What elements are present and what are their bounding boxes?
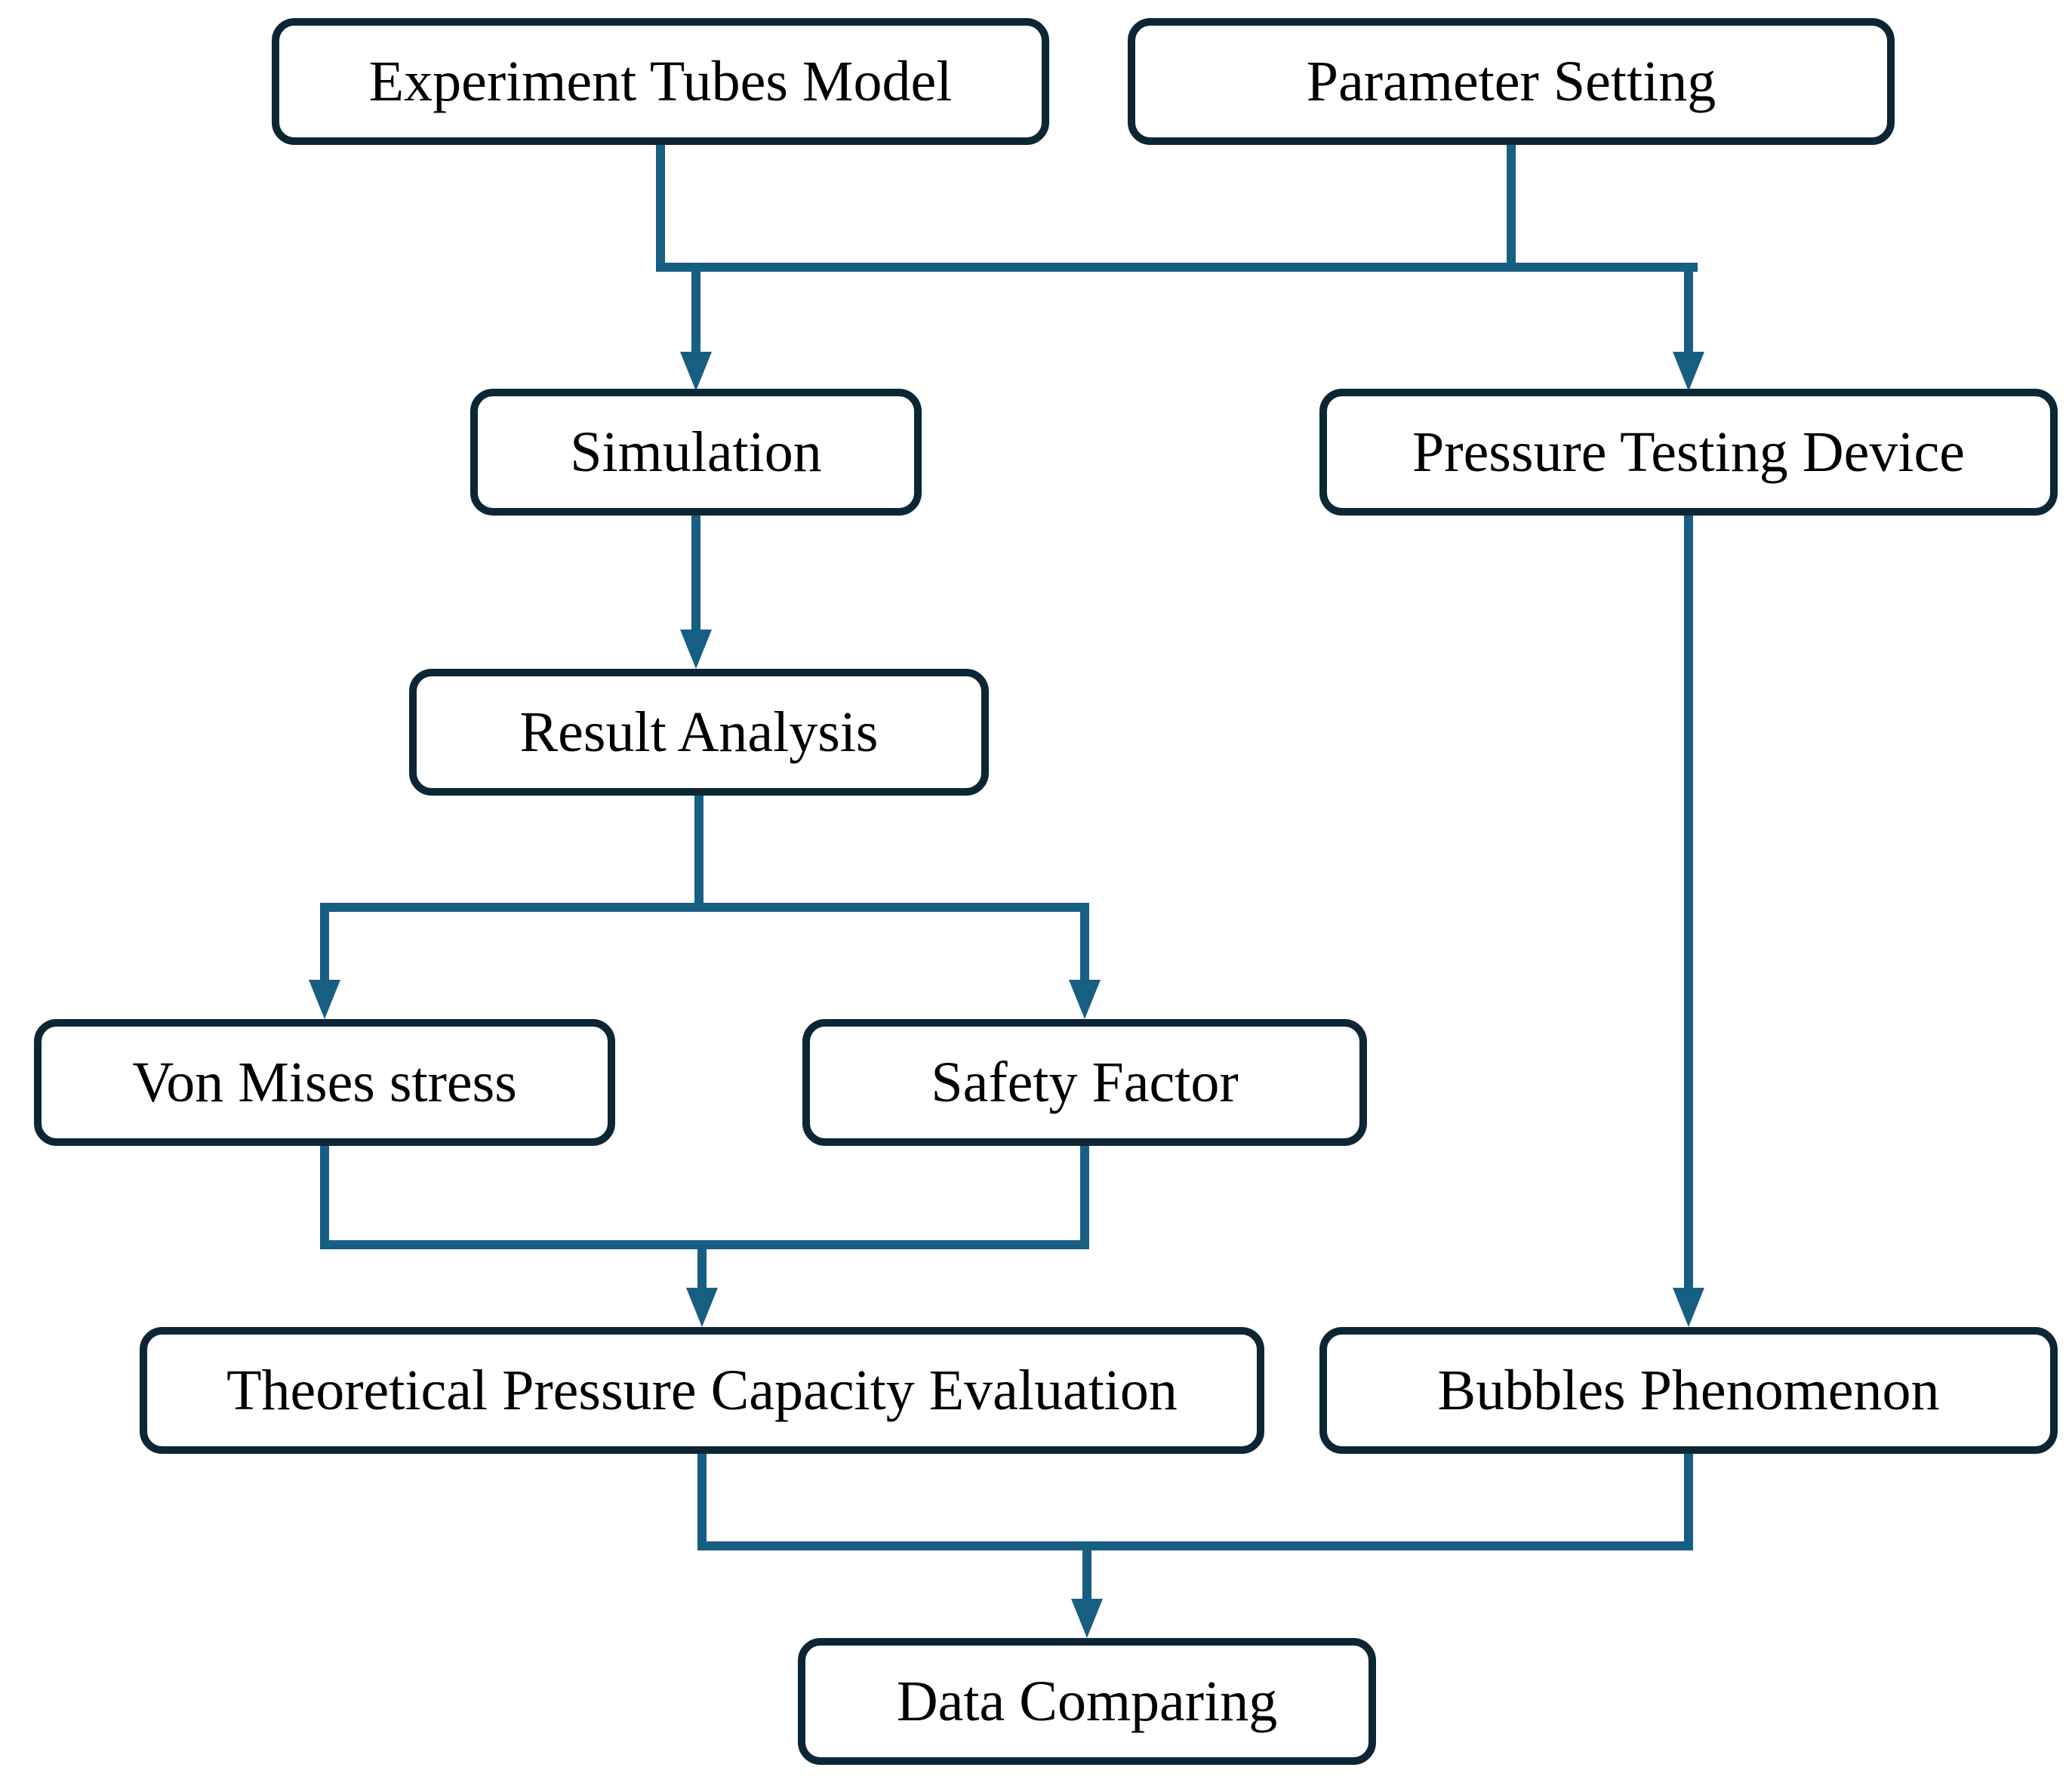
node-result-analysis: Result Analysis	[409, 669, 989, 796]
edge-result-analysis-down	[694, 796, 703, 912]
node-safety-factor: Safety Factor	[802, 1019, 1367, 1146]
arrowhead-into-safety-factor	[1069, 980, 1101, 1019]
edge-simulation-to-result-analysis-shaft	[691, 516, 700, 630]
node-label: Experiment Tubes Model	[368, 50, 953, 113]
node-theoretical-pressure-capacity-evaluation: Theoretical Pressure Capacity Evaluation	[140, 1327, 1264, 1454]
node-bubbles-phenomenon: Bubbles Phenomenon	[1319, 1327, 2058, 1454]
node-label: Theoretical Pressure Capacity Evaluation	[226, 1359, 1178, 1422]
edge-bubbles-down	[1684, 1454, 1693, 1550]
edge-pressure-device-to-bubbles-shaft	[1684, 516, 1693, 1288]
arrowhead-into-theoretical-evaluation	[686, 1288, 718, 1327]
edge-top-junction-horizontal	[656, 263, 1698, 272]
arrowhead-into-simulation	[680, 352, 712, 391]
node-data-comparing: Data Comparing	[798, 1638, 1376, 1765]
node-simulation: Simulation	[470, 389, 922, 516]
node-von-mises-stress: Von Mises stress	[34, 1019, 615, 1146]
node-label: Data Comparing	[896, 1670, 1278, 1733]
edge-von-mises-down	[320, 1146, 329, 1249]
node-label: Simulation	[570, 420, 822, 484]
arrowhead-into-pressure-testing-device	[1673, 352, 1704, 391]
node-experiment-tubes-model: Experiment Tubes Model	[272, 18, 1049, 145]
edge-into-safety-factor-shaft	[1080, 903, 1089, 980]
edge-into-simulation-shaft	[691, 263, 700, 352]
edge-into-pressure-testing-device-shaft	[1684, 263, 1693, 352]
edge-bottom-merge-horizontal	[697, 1541, 1693, 1550]
node-label: Safety Factor	[931, 1051, 1239, 1114]
arrowhead-into-von-mises	[309, 980, 340, 1019]
edge-experiment-tubes-model-down	[656, 145, 665, 272]
node-label: Result Analysis	[519, 700, 879, 764]
edge-into-von-mises-shaft	[320, 903, 329, 980]
edge-into-data-comparing-shaft	[1082, 1541, 1091, 1599]
node-label: Pressure Testing Device	[1412, 420, 1965, 484]
node-label: Parameter Setting	[1306, 50, 1716, 113]
edge-split-horizontal	[320, 903, 1089, 912]
edge-into-theoretical-evaluation-shaft	[697, 1240, 707, 1288]
edge-safety-factor-down	[1080, 1146, 1089, 1249]
node-label: Von Mises stress	[132, 1051, 517, 1114]
edge-parameter-setting-down	[1507, 145, 1516, 272]
arrowhead-into-result-analysis	[680, 630, 712, 669]
edge-theoretical-evaluation-down	[697, 1454, 707, 1550]
node-label: Bubbles Phenomenon	[1437, 1359, 1940, 1422]
arrowhead-into-data-comparing	[1071, 1599, 1103, 1638]
arrowhead-into-bubbles	[1673, 1288, 1704, 1327]
node-parameter-setting: Parameter Setting	[1128, 18, 1895, 145]
node-pressure-testing-device: Pressure Testing Device	[1319, 389, 2058, 516]
